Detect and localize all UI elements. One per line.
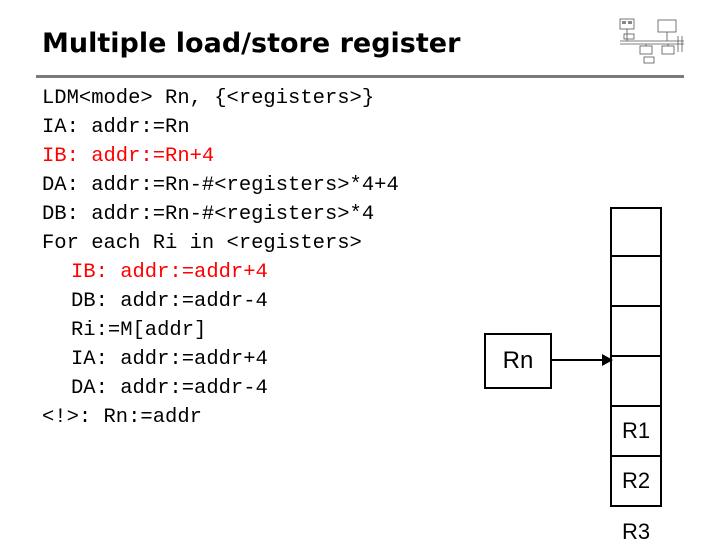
circuit-diagram-logo-icon	[619, 18, 684, 64]
code-line: Ri:=M[addr]	[71, 319, 207, 342]
arrow-right-icon	[552, 354, 613, 366]
code-line: DA: addr:=addr-4	[71, 377, 268, 400]
memory-cell-r1: R1	[610, 407, 662, 457]
code-line: DA: addr:=Rn-#<registers>*4+4	[42, 174, 399, 197]
ldm-pseudocode: LDM<mode> Rn, {<registers>} IA: addr:=Rn…	[42, 84, 399, 432]
memory-cell	[610, 357, 662, 407]
code-line: DB: addr:=addr-4	[71, 290, 268, 313]
memory-cell	[610, 257, 662, 307]
title-divider	[36, 75, 684, 78]
memory-cell	[610, 307, 662, 357]
slide-title: Multiple load/store register	[42, 28, 461, 59]
code-line: IB: addr:=Rn+4	[42, 145, 215, 168]
rn-base-register-box: Rn	[484, 333, 552, 389]
memory-cell	[610, 207, 662, 257]
code-line: LDM<mode> Rn, {<registers>}	[42, 87, 375, 110]
code-line: <!>: Rn:=addr	[42, 406, 202, 429]
memory-stack: R1 R2 R3	[610, 207, 662, 557]
code-line: For each Ri in <registers>	[42, 232, 362, 255]
code-line: IA: addr:=addr+4	[71, 348, 268, 371]
code-line: IB: addr:=addr+4	[71, 261, 268, 284]
memory-cell-r3: R3	[621, 519, 651, 544]
code-line: IA: addr:=Rn	[42, 116, 190, 139]
memory-cell-r2: R2	[610, 457, 662, 507]
code-line: DB: addr:=Rn-#<registers>*4	[42, 203, 375, 226]
